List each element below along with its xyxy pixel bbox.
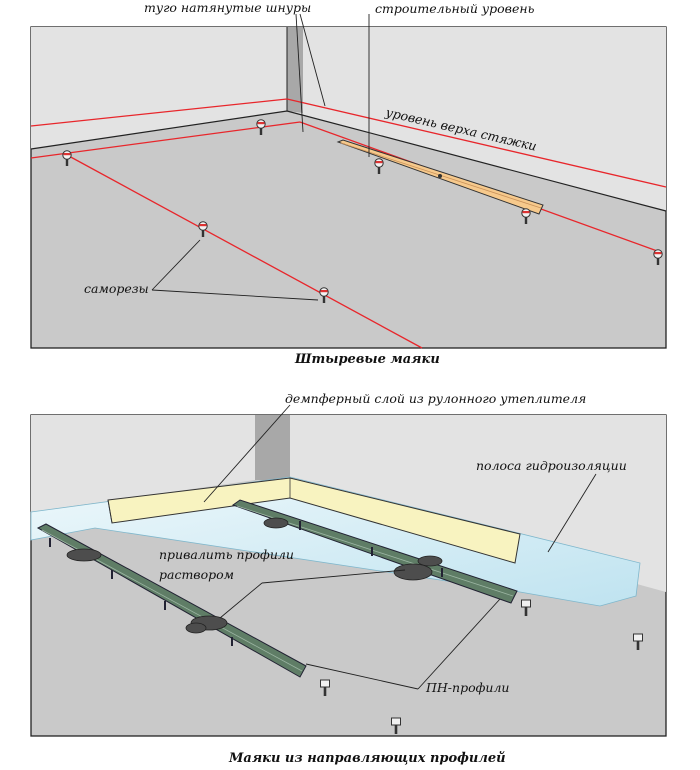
- caption-bottom: Маяки из направляющих профилей: [228, 751, 506, 766]
- label-pn-profiles: ПН-профили: [425, 680, 509, 695]
- label-waterproofing: полоса гидроизоляции: [476, 458, 627, 473]
- label-damper: демпферный слой из рулонного утеплителя: [285, 391, 586, 406]
- top-cords: [30, 98, 667, 349]
- top-leader-lines: [151, 13, 370, 301]
- label-cords: туго натянутые шнуры: [144, 0, 311, 15]
- bottom-panel: демпферный слой из рулонного утеплителя …: [30, 391, 667, 766]
- label-level-tool: строительный уровень: [375, 1, 535, 16]
- top-panel: туго натянутые шнуры строительный уровен…: [30, 0, 667, 367]
- caption-top: Штыревые маяки: [294, 352, 440, 367]
- bottom-wall-corner-shade: [255, 415, 290, 482]
- label-mortar-line1: привалить профили: [159, 547, 294, 562]
- level-tool: [336, 139, 544, 215]
- bottom-leader-lines: [203, 404, 597, 690]
- top-wall-corner-shade: [287, 27, 303, 113]
- cord-screed-level: [286, 98, 667, 188]
- label-screws: саморезы: [84, 281, 149, 296]
- damper-layer: [107, 477, 521, 564]
- profile-legs: [49, 521, 443, 646]
- cord-top-left: [30, 121, 301, 159]
- bottom-back-wall-left: [31, 415, 255, 512]
- cord-wall-left: [30, 98, 288, 127]
- top-back-wall-left: [31, 27, 287, 149]
- label-mortar-line2: раствором: [159, 567, 234, 582]
- mortar-blobs: [66, 517, 443, 634]
- cord-front: [66, 154, 423, 349]
